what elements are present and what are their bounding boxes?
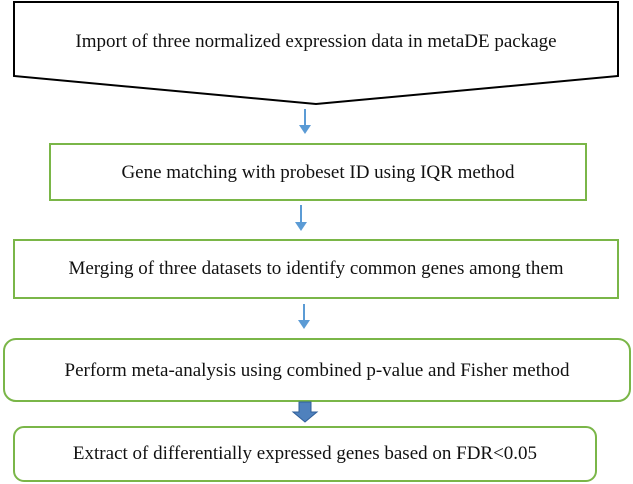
step-meta-analysis-label: Perform meta-analysis using combined p-v… — [64, 359, 570, 381]
arrow-3 — [298, 304, 310, 329]
step-gene-matching-label: Gene matching with probeset ID using IQR… — [121, 162, 515, 184]
step-meta-analysis-box — [3, 338, 631, 402]
arrow-1 — [299, 109, 311, 134]
step-extract-label: Extract of differentially expressed gene… — [72, 443, 538, 465]
arrow-2 — [295, 205, 307, 231]
step-import-shape — [13, 1, 619, 106]
step-import-label: Import of three normalized expression da… — [75, 31, 557, 53]
step-merging-box — [13, 239, 619, 299]
step-merging-label: Merging of three datasets to identify co… — [68, 258, 564, 280]
block-arrow — [291, 401, 319, 423]
step-extract-box — [13, 426, 597, 482]
step-gene-matching-box — [49, 143, 587, 201]
